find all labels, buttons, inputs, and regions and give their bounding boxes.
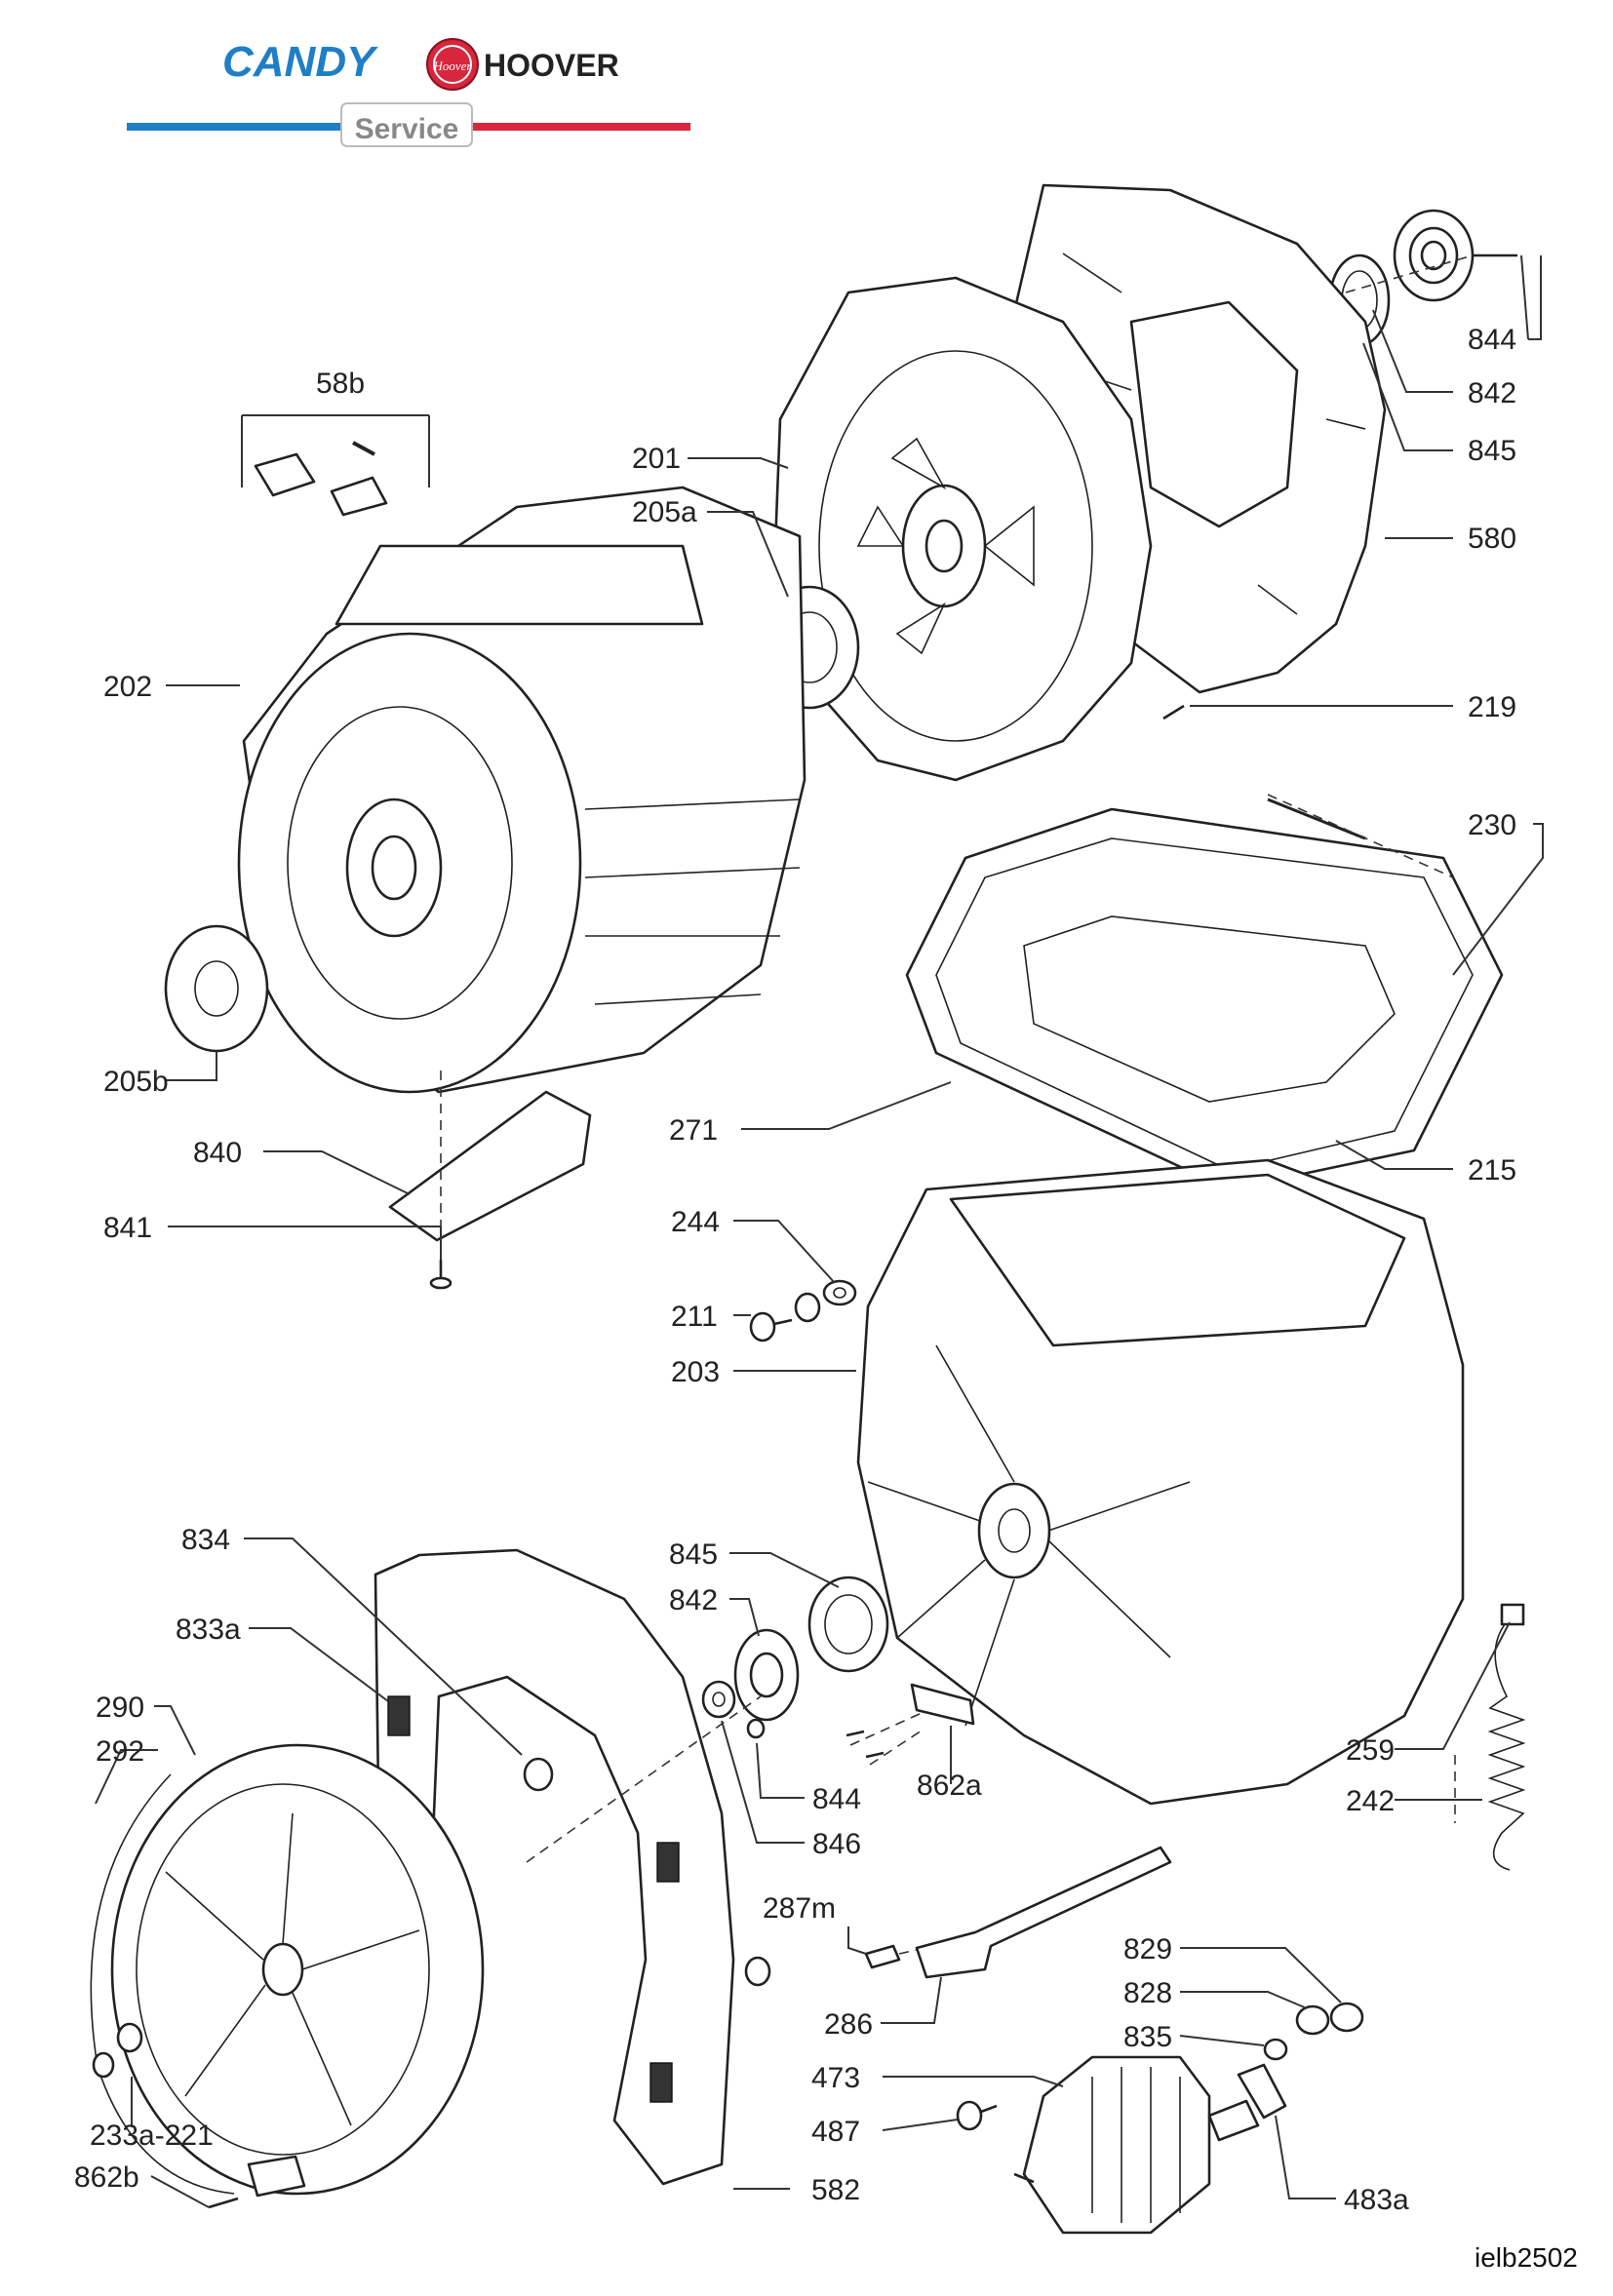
suspension-spring-part bbox=[1487, 1603, 1526, 1871]
label-205a: 205a bbox=[632, 496, 697, 528]
label-203: 203 bbox=[671, 1356, 720, 1388]
label-230: 230 bbox=[1468, 809, 1516, 841]
service-label: Service bbox=[355, 113, 459, 145]
label-833a: 833a bbox=[176, 1614, 241, 1646]
front-bearing-hub-part bbox=[733, 1628, 800, 1722]
front-bearing-washer-part bbox=[701, 1680, 736, 1719]
front-bearing-seal-part bbox=[807, 1576, 889, 1673]
hoover-logo: HOOVER bbox=[484, 48, 619, 83]
gasket-washer-829-part bbox=[1329, 2002, 1364, 2033]
label-242: 242 bbox=[1346, 1785, 1395, 1817]
label-233a-221: 233a-221 bbox=[90, 2120, 214, 2152]
label-487: 487 bbox=[811, 2116, 860, 2148]
label-844-top: 844 bbox=[1468, 324, 1516, 356]
label-829: 829 bbox=[1123, 1933, 1172, 1965]
heating-element-part bbox=[915, 1846, 1172, 1979]
candy-logo: CANDY bbox=[222, 38, 378, 86]
label-840: 840 bbox=[193, 1137, 242, 1169]
door-gasket-part bbox=[905, 798, 1504, 1191]
label-582: 582 bbox=[811, 2174, 860, 2206]
label-205b: 205b bbox=[103, 1066, 169, 1098]
label-473: 473 bbox=[811, 2062, 860, 2094]
motor-screw-part bbox=[956, 2100, 998, 2131]
hoover-badge-text: Hoover bbox=[433, 58, 473, 73]
pulley-screw-washer-part bbox=[92, 2022, 143, 2079]
drive-belt-part bbox=[90, 1773, 235, 2195]
label-286: 286 bbox=[824, 2008, 873, 2041]
motor-brush-part bbox=[1237, 2063, 1287, 2120]
hoover-badge-icon: Hoover bbox=[426, 38, 479, 91]
label-842-top: 842 bbox=[1468, 377, 1516, 409]
label-862b: 862b bbox=[74, 2161, 139, 2194]
bushing-835-part bbox=[1263, 2038, 1288, 2061]
front-bearing-screw-part bbox=[746, 1718, 766, 1739]
drum-lifter-part bbox=[388, 1090, 592, 1242]
label-846: 846 bbox=[812, 1828, 861, 1860]
tub-screw-part bbox=[749, 1311, 793, 1343]
drum-paddle-kit-part bbox=[254, 441, 388, 517]
label-845-top: 845 bbox=[1468, 435, 1516, 467]
rear-bearing-hub-part bbox=[1393, 209, 1517, 302]
bearing-828-part bbox=[1295, 2004, 1330, 2036]
lifter-screw-part bbox=[429, 1260, 452, 1290]
label-244: 244 bbox=[671, 1206, 720, 1238]
label-201: 201 bbox=[632, 443, 681, 475]
tub-washer-part bbox=[794, 1279, 857, 1323]
leader-lines bbox=[95, 254, 1544, 2208]
service-tab bbox=[340, 102, 473, 147]
drum-flange-front-part bbox=[164, 924, 269, 1053]
label-58b: 58b bbox=[316, 368, 365, 400]
motor-part bbox=[1013, 2055, 1260, 2235]
document-code: ielb2502 bbox=[1475, 2242, 1578, 2273]
label-835: 835 bbox=[1123, 2021, 1172, 2053]
label-215: 215 bbox=[1468, 1154, 1516, 1187]
label-841: 841 bbox=[103, 1212, 152, 1244]
label-287m: 287m bbox=[763, 1892, 836, 1925]
label-842-mid: 842 bbox=[669, 1584, 718, 1616]
label-211: 211 bbox=[671, 1301, 718, 1333]
drum-part bbox=[237, 486, 806, 1094]
cable-clamp-part bbox=[208, 2155, 306, 2209]
brand-header: CANDY Hoover HOOVER Service bbox=[127, 38, 690, 147]
label-845-mid: 845 bbox=[669, 1538, 718, 1571]
label-292: 292 bbox=[96, 1735, 144, 1768]
drum-pulley-part bbox=[110, 1743, 485, 2196]
heater-sensor-part bbox=[864, 1944, 901, 1969]
part-labels: 58b 844 842 845 201 205a 580 202 219 230… bbox=[74, 324, 1516, 2216]
label-834: 834 bbox=[181, 1524, 230, 1556]
tub-screw-219-part bbox=[1162, 704, 1185, 720]
label-290: 290 bbox=[96, 1692, 144, 1724]
tub-clip-part bbox=[846, 1683, 975, 1759]
label-862a: 862a bbox=[917, 1770, 982, 1802]
label-202: 202 bbox=[103, 671, 152, 703]
front-tub-shell-part bbox=[856, 1158, 1465, 1806]
label-271: 271 bbox=[669, 1114, 718, 1147]
label-580: 580 bbox=[1468, 523, 1516, 555]
label-483a: 483a bbox=[1344, 2184, 1409, 2216]
label-259: 259 bbox=[1346, 1734, 1395, 1767]
label-828: 828 bbox=[1123, 1977, 1172, 2009]
label-219: 219 bbox=[1468, 691, 1516, 723]
label-844-mid: 844 bbox=[812, 1783, 861, 1815]
rear-tub-shell-part bbox=[773, 276, 1153, 782]
